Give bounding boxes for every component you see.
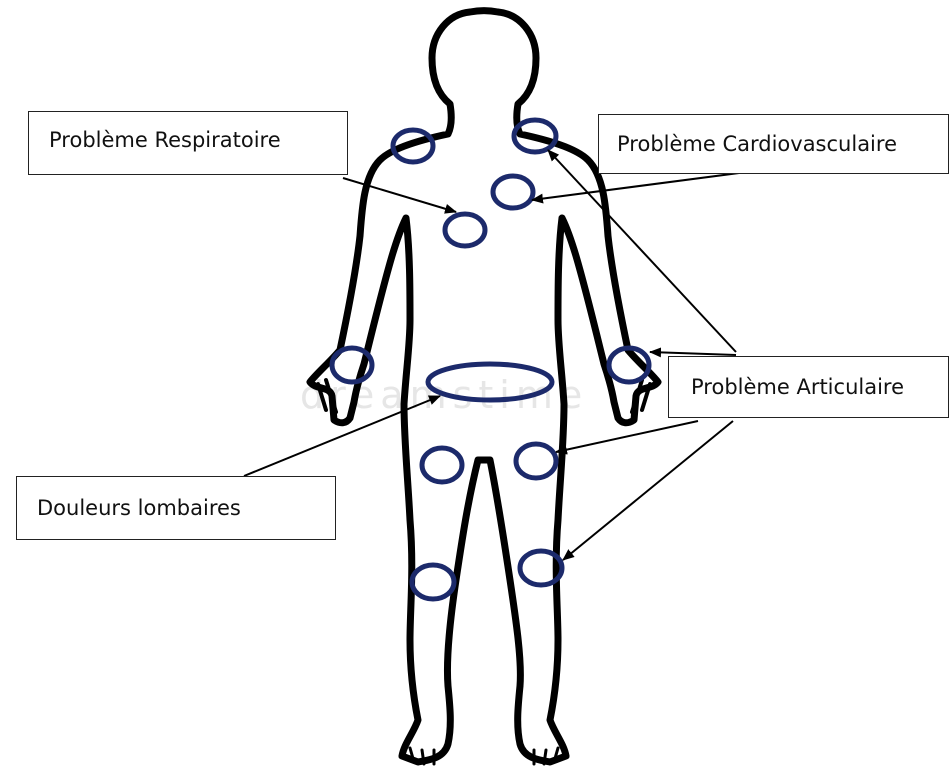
label-cardiovasculaire: Problème Cardiovasculaire: [598, 114, 949, 174]
marker-heart: [493, 176, 533, 208]
arrow-articulaire-wrist: [650, 352, 736, 355]
arrow-cardiovasculaire: [532, 170, 762, 200]
label-respiratoire-text: Problème Respiratoire: [49, 128, 281, 152]
marker-lung: [445, 214, 485, 246]
label-articulaire-text: Problème Articulaire: [691, 375, 904, 399]
label-lombaires-text: Douleurs lombaires: [37, 496, 241, 520]
label-respiratoire: Problème Respiratoire: [28, 111, 348, 175]
label-articulaire: Problème Articulaire: [668, 356, 949, 418]
marker-left-hip: [516, 444, 556, 478]
marker-right-hip: [422, 448, 462, 482]
label-lombaires: Douleurs lombaires: [16, 476, 336, 540]
marker-right-knee: [412, 565, 454, 599]
label-cardiovasculaire-text: Problème Cardiovasculaire: [617, 132, 897, 156]
arrow-articulaire-knee: [563, 421, 733, 560]
